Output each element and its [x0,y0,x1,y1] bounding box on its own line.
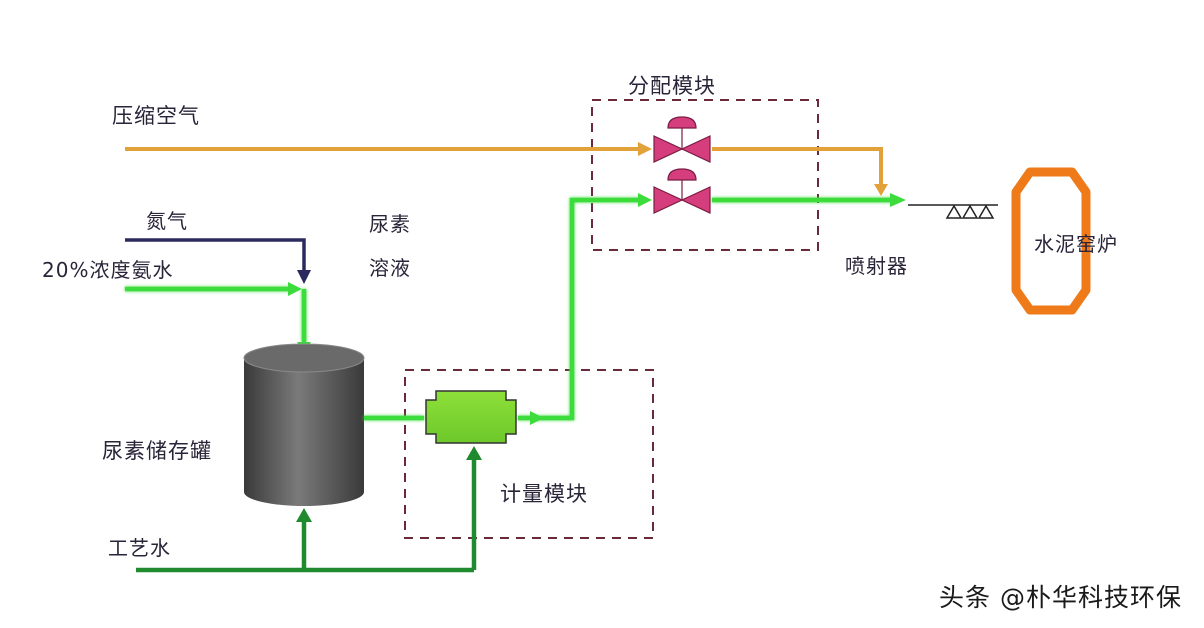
nitrogen-label: 氮气 [146,209,188,233]
urea-to-valve-arrow-head [638,193,652,207]
injector-label: 喷射器 [845,254,908,278]
process-water-label: 工艺水 [108,536,171,560]
air-to-injector-arrow-head [874,184,888,196]
metering-outlet-arrow-head [530,411,544,425]
metering-module-label: 计量模块 [500,482,588,506]
injector-icon [908,204,998,219]
compressed-air-line [125,147,883,186]
compressed-air-label: 压缩空气 [112,104,200,128]
process-water-line [136,458,477,573]
water-to-meter-arrow-head [466,446,482,460]
cement-kiln-label: 水泥窑炉 [1034,232,1118,256]
watermark: 头条 @朴华科技环保 [939,583,1182,612]
distribution-module-box [591,99,819,251]
urea-storage-tank [243,343,365,506]
air-arrow-head [638,142,652,156]
urea-to-injector-arrow-head [890,193,906,207]
ammonia-arrow-head [288,282,302,296]
air-valve-icon [653,116,711,163]
urea-solution-label-1: 尿素 [369,212,411,236]
nitrogen-arrow-head [297,270,311,284]
metering-device [425,390,517,444]
ammonia-water-label: 20%浓度氨水 [42,258,174,282]
nitrogen-line [125,238,306,272]
ammonia-water-line [125,286,307,342]
cement-kiln-shape [1011,167,1091,315]
urea-valve-icon [653,168,711,214]
urea-storage-tank-label: 尿素储存罐 [102,439,212,463]
urea-solution-line [364,197,892,421]
distribution-module-label: 分配模块 [628,74,716,98]
urea-solution-label-2: 溶液 [369,256,411,280]
water-to-tank-arrow-head [296,508,312,522]
